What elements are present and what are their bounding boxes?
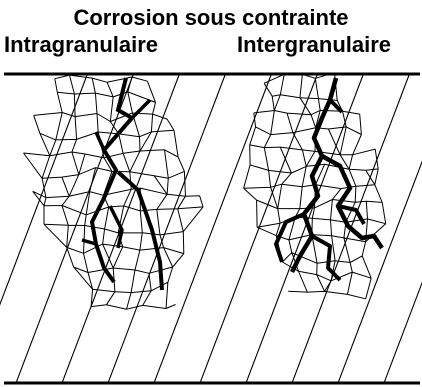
- crack-branch-path: [116, 170, 164, 291]
- hatch-lines: [0, 73, 422, 384]
- specimen-frame: [4, 72, 420, 385]
- hatch-line: [0, 73, 88, 306]
- transgranular-crack: [81, 77, 164, 291]
- hatch-line: [383, 281, 422, 384]
- crack-main-path: [89, 77, 136, 284]
- crack-side-branches: [274, 212, 342, 282]
- crack-minor-branch: [108, 205, 124, 249]
- hatch-line: [153, 73, 272, 384]
- hatch-line: [337, 160, 422, 384]
- hatch-line: [199, 73, 318, 384]
- hatch-line: [15, 73, 134, 384]
- crack-main-path: [289, 77, 339, 274]
- crack-minor-branch: [328, 98, 366, 225]
- grain-boundaries: [23, 74, 204, 310]
- hatch-line: [107, 73, 226, 384]
- hatch-line: [245, 73, 364, 384]
- grain-boundaries: [243, 72, 387, 300]
- grain-network-right: [243, 72, 387, 300]
- intergranular-crack: [274, 77, 384, 282]
- label-intergranular: Intergranulaire: [237, 32, 392, 57]
- diagram-title: Corrosion sous contrainte: [73, 5, 349, 30]
- label-intragranular: Intragranulaire: [4, 32, 159, 57]
- crack-branch-path: [320, 154, 384, 250]
- crack-side-branches: [81, 98, 152, 246]
- grain-network-left: [23, 74, 204, 310]
